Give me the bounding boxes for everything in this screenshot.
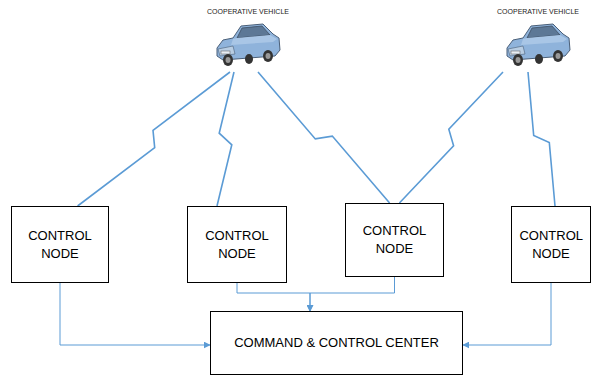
wireless-link [399, 72, 503, 203]
vehicle-node: COOPERATIVE VEHICLE [198, 8, 298, 70]
wireless-link [78, 72, 230, 206]
control-box: CONTROL NODE [345, 203, 444, 277]
vehicle-label: COOPERATIVE VEHICLE [198, 8, 298, 15]
car-illustration [503, 18, 573, 70]
box-label: CONTROL NODE [354, 222, 435, 258]
uplink-arrow [60, 283, 210, 345]
control-box: COMMAND & CONTROL CENTER [210, 311, 463, 375]
box-label: CONTROL NODE [196, 227, 278, 263]
control-box: CONTROL NODE [11, 206, 109, 283]
box-label: CONTROL NODE [519, 227, 582, 263]
control-box: CONTROL NODE [511, 206, 591, 283]
uplink-arrow [463, 283, 551, 345]
wireless-link [217, 72, 234, 206]
uplink-arrow [237, 283, 310, 311]
wireless-link [528, 72, 555, 206]
uplink-arrow [310, 277, 395, 311]
box-label: COMMAND & CONTROL CENTER [234, 334, 439, 352]
wireless-link [258, 72, 390, 203]
control-box: CONTROL NODE [187, 206, 287, 283]
vehicle-node: COOPERATIVE VEHICLE [488, 8, 588, 70]
car-illustration [213, 18, 283, 70]
box-label: CONTROL NODE [20, 227, 100, 263]
vehicle-label: COOPERATIVE VEHICLE [488, 8, 588, 15]
